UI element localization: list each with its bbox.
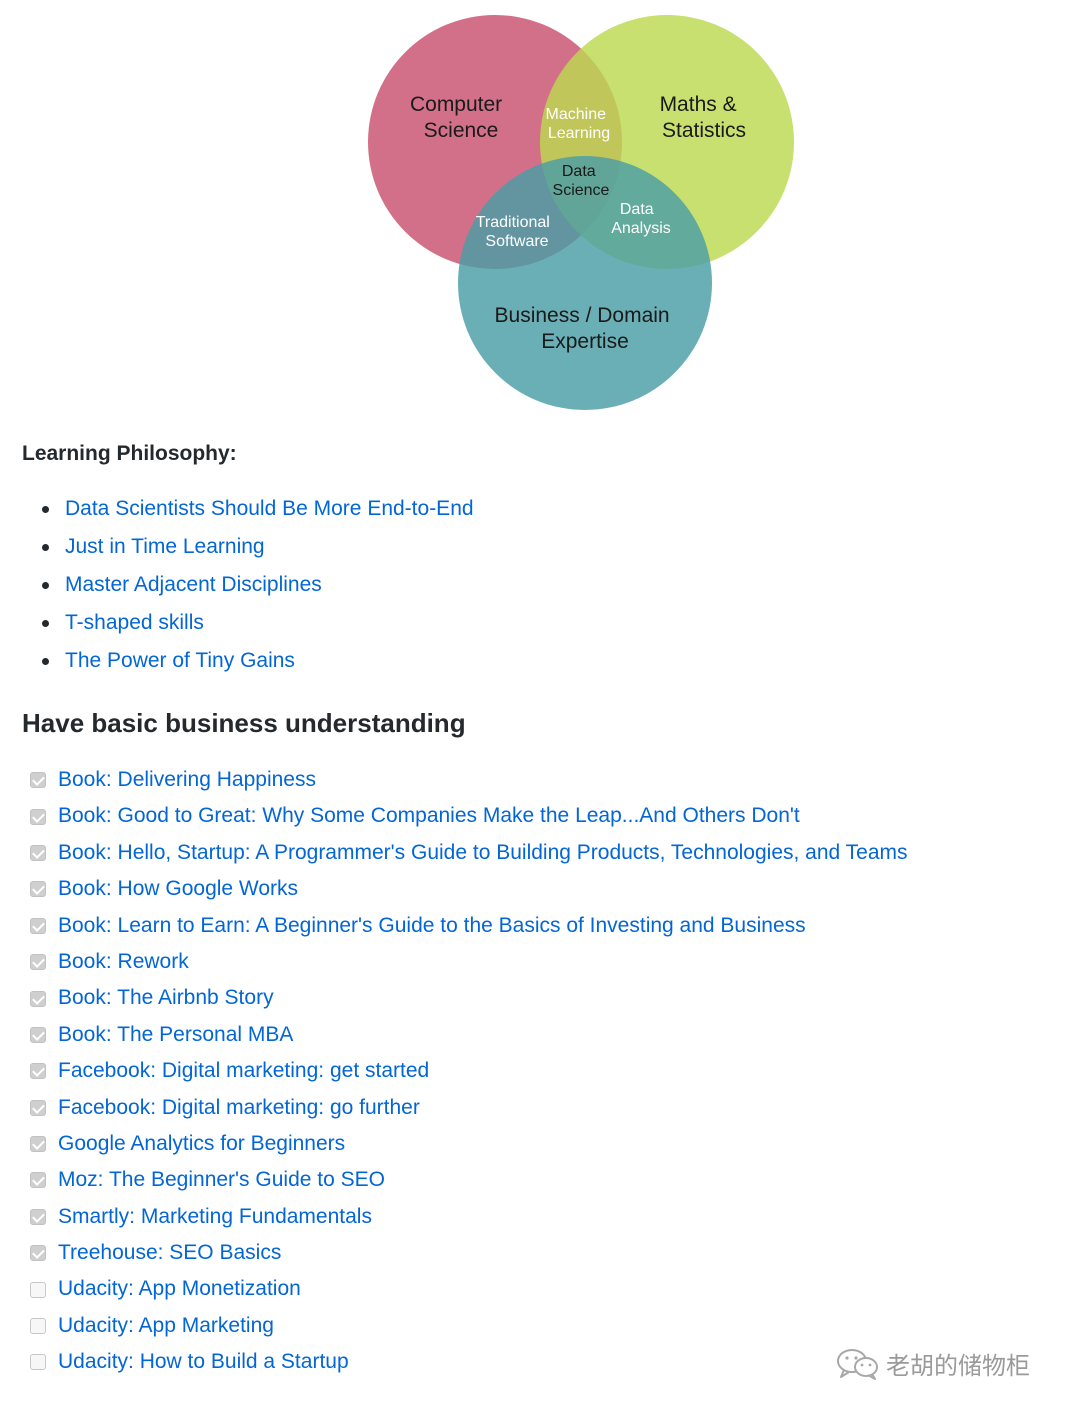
task-checkbox[interactable] [30,1245,46,1262]
label-computer-science: Computer Science [410,93,508,142]
task-checkbox[interactable] [30,1099,46,1116]
task-item: Book: Learn to Earn: A Beginner's Guide … [30,908,908,944]
label-data-science: Data Science [553,163,610,199]
learning-philosophy-label: Learning Philosophy: [22,442,237,465]
venn-circles [368,15,794,410]
philosophy-list: Data Scientists Should Be More End-to-En… [22,490,474,680]
label-machine-learning: Machine Learning [546,106,611,142]
task-item: Facebook: Digital marketing: get started [30,1053,908,1089]
task-link[interactable]: Book: Hello, Startup: A Programmer's Gui… [58,840,908,864]
wechat-icon [837,1348,878,1380]
task-link[interactable]: Book: Delivering Happiness [58,768,316,791]
task-checkbox[interactable] [30,1136,46,1153]
task-link[interactable]: Udacity: How to Build a Startup [58,1350,349,1374]
task-link[interactable]: Treehouse: SEO Basics [58,1241,282,1265]
task-link[interactable]: Book: Good to Great: Why Some Companies … [58,804,800,828]
venn-diagram: Computer Science Maths & Statistics Busi… [368,15,794,410]
task-link[interactable]: Book: The Personal MBA [58,1022,294,1046]
task-item: Book: The Personal MBA [30,1017,908,1053]
task-item: Facebook: Digital marketing: go further [30,1090,908,1126]
list-item: The Power of Tiny Gains [22,642,474,680]
list-item: Master Adjacent Disciplines [22,566,474,604]
task-link[interactable]: Udacity: App Marketing [58,1313,274,1337]
task-checkbox[interactable] [30,881,46,898]
circle-business-domain [458,156,712,410]
philosophy-link[interactable]: The Power of Tiny Gains [65,649,295,672]
task-link[interactable]: Book: Rework [58,949,189,973]
task-link[interactable]: Book: How Google Works [58,877,299,901]
bullet-dot [42,544,49,551]
task-link[interactable]: Udacity: App Monetization [58,1277,301,1301]
task-link[interactable]: Google Analytics for Beginners [58,1131,346,1155]
task-item: Moz: The Beginner's Guide to SEO [30,1162,908,1198]
task-checkbox[interactable] [30,1281,46,1298]
task-item: Book: Good to Great: Why Some Companies … [30,798,908,834]
task-link[interactable]: Book: The Airbnb Story [58,986,274,1010]
task-item: Google Analytics for Beginners [30,1126,908,1162]
task-checkbox[interactable] [30,1354,46,1371]
bullet-dot [42,582,49,589]
task-checkbox[interactable] [30,772,46,789]
business-heading: Have basic business understanding [22,708,466,738]
task-item: Book: How Google Works [30,871,908,907]
label-maths-statistics: Maths & Statistics [660,93,746,142]
task-item: Udacity: App Monetization [30,1271,908,1307]
task-checkbox[interactable] [30,1026,46,1043]
bullet-dot [42,506,49,513]
watermark: 老胡的储物柜 [836,1346,1030,1381]
task-checkbox[interactable] [30,1208,46,1225]
task-item: Book: Rework [30,944,908,980]
task-link[interactable]: Facebook: Digital marketing: go further [58,1095,420,1119]
task-item: Book: Delivering Happiness [30,762,908,798]
list-item: Just in Time Learning [22,528,474,566]
task-item: Treehouse: SEO Basics [30,1235,908,1271]
label-data-analysis: Data Analysis [611,201,671,237]
task-link[interactable]: Facebook: Digital marketing: get started [58,1059,430,1083]
label-business-domain: Business / Domain Expertise [495,304,676,353]
task-checkbox[interactable] [30,990,46,1007]
label-traditional-software: Traditional Software [476,214,555,250]
task-checkbox[interactable] [30,1318,46,1335]
task-item: Book: The Airbnb Story [30,980,908,1016]
list-item: Data Scientists Should Be More End-to-En… [22,490,474,528]
philosophy-link[interactable]: Master Adjacent Disciplines [65,573,322,596]
task-checkbox[interactable] [30,1172,46,1189]
task-checkbox[interactable] [30,917,46,934]
task-checkbox[interactable] [30,954,46,971]
watermark-text: 老胡的储物柜 [886,1352,1030,1380]
task-link[interactable]: Smartly: Marketing Fundamentals [58,1204,372,1228]
task-item: Book: Hello, Startup: A Programmer's Gui… [30,835,908,871]
business-task-list: Book: Delivering Happiness Book: Good to… [30,762,908,1381]
philosophy-link[interactable]: Just in Time Learning [65,535,265,558]
bullet-dot [42,658,49,665]
task-link[interactable]: Moz: The Beginner's Guide to SEO [58,1168,385,1192]
task-item: Udacity: How to Build a Startup [30,1344,908,1380]
philosophy-link[interactable]: Data Scientists Should Be More End-to-En… [65,497,474,520]
task-item: Smartly: Marketing Fundamentals [30,1199,908,1235]
task-checkbox[interactable] [30,1063,46,1080]
task-link[interactable]: Book: Learn to Earn: A Beginner's Guide … [58,913,806,937]
task-item: Udacity: App Marketing [30,1308,908,1344]
bullet-dot [42,620,49,627]
list-item: T-shaped skills [22,604,474,642]
task-checkbox[interactable] [30,844,46,861]
task-checkbox[interactable] [30,808,46,825]
philosophy-link[interactable]: T-shaped skills [65,611,204,634]
